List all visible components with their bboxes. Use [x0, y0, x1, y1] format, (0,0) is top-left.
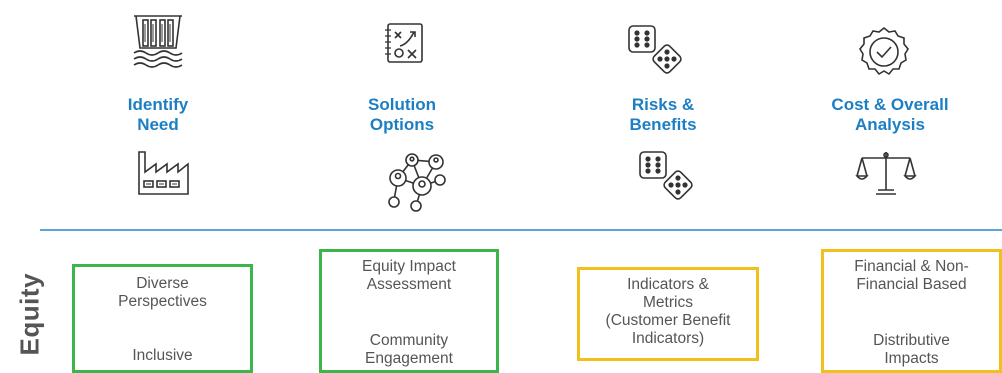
box-item-distributive-impacts: Distributive Impacts [873, 332, 950, 367]
step-title-cost-overall-analysis: Cost & Overall Analysis [831, 95, 949, 134]
equity-label: Equity [14, 273, 45, 356]
step-title-solution-options: Solution Options [368, 95, 436, 134]
step-title-risks-benefits: Risks & Benefits [629, 95, 697, 134]
network-people-icon [378, 150, 452, 212]
factory-icon [136, 150, 190, 196]
box-item-diverse-perspectives: Diverse Perspectives [118, 275, 207, 310]
strategy-board-icon [384, 22, 424, 64]
dam-icon [130, 10, 186, 68]
box-identify-need-equity: Diverse Perspectives Inclusive [72, 264, 253, 373]
box-item-indicators-metrics: Indicators & Metrics (Customer Benefit I… [605, 276, 731, 347]
box-risks-benefits-equity: Indicators & Metrics (Customer Benefit I… [577, 267, 759, 361]
box-item-inclusive: Inclusive [132, 347, 193, 364]
box-item-financial-non-financial: Financial & Non- Financial Based [854, 258, 969, 293]
badge-check-icon [858, 26, 910, 78]
step-title-identify-need: Identify Need [127, 95, 189, 134]
box-item-community-engagement: Community Engagement [365, 332, 453, 367]
box-cost-analysis-equity: Financial & Non- Financial Based Distrib… [821, 249, 1002, 373]
section-divider [40, 229, 1002, 231]
scales-icon [855, 150, 917, 196]
box-solution-options-equity: Equity Impact Assessment Community Engag… [319, 249, 499, 373]
box-item-equity-impact-assessment: Equity Impact Assessment [362, 258, 456, 293]
dice-icon [625, 24, 687, 78]
dice-icon [636, 150, 698, 204]
